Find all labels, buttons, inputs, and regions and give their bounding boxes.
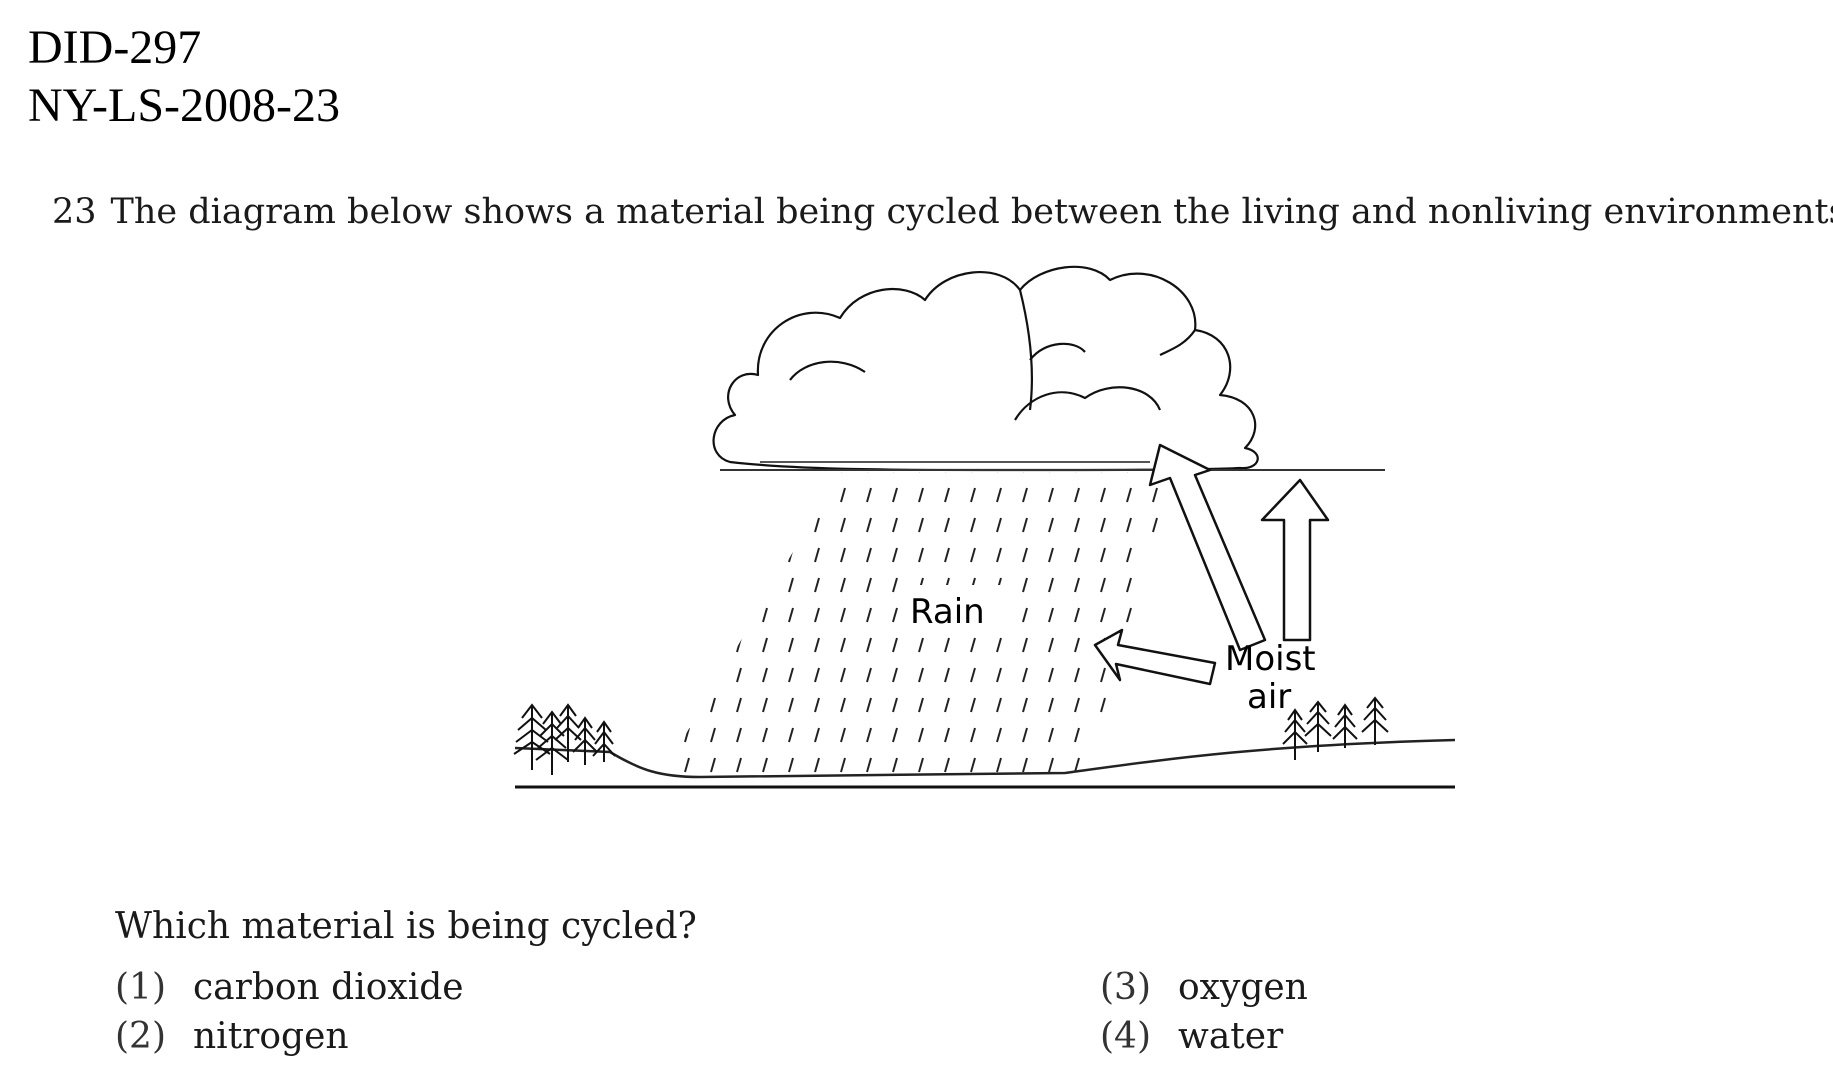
answer-choice-2[interactable]: (2) nitrogen <box>115 1015 349 1059</box>
question-text: The diagram below shows a material being… <box>110 192 1833 232</box>
choice-text: carbon dioxide <box>193 967 464 1008</box>
tree-icon <box>1282 696 1389 760</box>
moist-air-arrow-right <box>1260 478 1330 642</box>
choice-text: oxygen <box>1178 967 1308 1008</box>
rain-label-background <box>900 585 1010 633</box>
cloud-icon <box>712 265 1259 472</box>
moist-air-label-line1: Moist <box>1225 639 1316 679</box>
question-stem: 23 The diagram below shows a material bei… <box>52 190 1833 234</box>
moist-air-arrow-left <box>1093 628 1217 686</box>
document-code: NY-LS-2008-23 <box>28 79 340 132</box>
answer-choice-4[interactable]: (4) water <box>1100 1015 1283 1059</box>
answer-choice-3[interactable]: (3) oxygen <box>1100 966 1308 1010</box>
tree-icon <box>513 703 616 775</box>
choice-number: (4) <box>1100 1016 1151 1057</box>
document-id: DID-297 <box>28 21 202 74</box>
choice-text: water <box>1178 1016 1284 1057</box>
question-number: 23 <box>52 192 97 232</box>
water-cycle-diagram: Rain Moist air <box>513 265 1456 789</box>
answer-choice-1[interactable]: (1) carbon dioxide <box>115 966 464 1010</box>
moist-air-arrow-center <box>1148 443 1267 652</box>
choice-number: (2) <box>115 1016 166 1057</box>
question-prompt: Which material is being cycled? <box>115 906 697 947</box>
choice-number: (1) <box>115 967 166 1008</box>
moist-air-label-line2: air <box>1247 677 1291 717</box>
choice-text: nitrogen <box>193 1016 349 1057</box>
ground-line <box>514 738 1456 779</box>
choice-number: (3) <box>1100 967 1151 1008</box>
rain-label: Rain <box>910 592 985 632</box>
